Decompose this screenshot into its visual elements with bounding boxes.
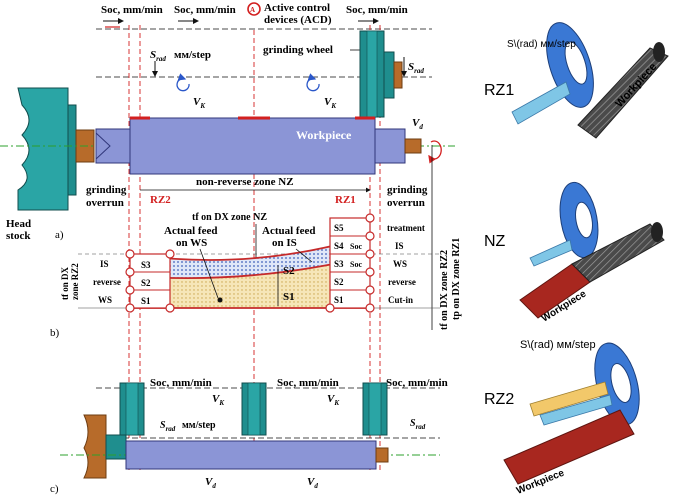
vd-label-c1: Vd [205,476,216,490]
acd-label-line1: Active control [264,2,330,14]
soc-label-mid: Soc, mm/min [174,4,236,16]
right-step-s1: S1 [334,295,344,305]
acd-label-line2: devices (ACD) [264,14,332,26]
rz1-label: RZ1 [335,194,356,206]
srad-label-right-2: S\(rad) мм/step [520,339,596,351]
head-stock-label-2: stock [6,230,31,242]
head-stock [83,414,127,479]
non-reverse-zone-label: non-reverse zone NZ [196,176,294,188]
left-step-s3: S3 [141,260,151,270]
srad-unit-label: мм/step [174,49,211,61]
grinding-wheel [359,30,403,118]
vd-label: Vd [412,117,423,131]
left-vertical-label-2: zone RZ2 [70,263,80,300]
soc-label-c3: Soc, mm/min [386,377,448,389]
right-3d-panel-nz: NZ Workpiece [484,181,665,325]
rotation-icon [428,140,442,164]
right-step-s3: S3 [334,259,344,269]
panel-b-letter: b) [50,327,60,339]
grinding-wheel-label: grinding wheel [263,44,333,56]
nz-side-label: NZ [484,233,506,250]
grinding-overrun-left-2: overrun [86,197,124,209]
s1-area-label: S1 [283,291,295,303]
grinding-overrun-right-1: grinding [387,184,428,196]
right-row-ws: WS [393,259,407,269]
actual-feed-is-line2: on IS [272,237,297,249]
vd-label-c2: Vd [307,476,318,490]
panel-a-letter: a) [55,229,64,241]
svg-text:A: A [250,6,255,14]
grinding-overrun-right-2: overrun [387,197,425,209]
panel-c: Soc, mm/min Soc, mm/min Soc, mm/min Srad… [50,377,448,495]
soc-label-left: Soc, mm/min [101,4,163,16]
s2-area-label: S2 [283,265,295,277]
right-step-s2: S2 [334,277,344,287]
grinding-overrun-left-1: grinding [86,184,127,196]
head-stock-label-1: Head [6,218,31,230]
right-step-column: S5 S4 S3 S2 S1 Soc Soc [329,217,371,309]
right-row-is: IS [395,241,404,251]
left-step-s1: S1 [141,296,151,306]
left-step-s2: S2 [141,278,151,288]
srad-label-right-1: S\(rad) мм/step [507,39,576,50]
right-vertical-label-1: tf on DX zone RZ2 [439,250,450,330]
rotation-icon [176,73,320,92]
srad-symbol-right: Srad [408,61,424,75]
rz2-label: RZ2 [150,194,171,206]
acd-icon: A [247,2,261,16]
actual-feed-is-line1: Actual feed [262,225,315,237]
panel-c-letter: c) [50,483,59,495]
vk-label-c2: VK [327,393,340,407]
srad-symbol: Srad [150,49,166,63]
left-step-column: S3 S2 S1 [129,253,171,309]
workpiece [95,116,422,175]
head-stock [17,87,95,211]
soc-label-c2: Soc, mm/min [277,377,339,389]
right-vertical-label-2: tp on DX zone RZ1 [451,238,462,320]
rz2-side-label: RZ2 [484,391,514,408]
grinding-wheel [119,382,145,436]
vk-label-1: VK [193,96,206,110]
panel-b: tf on DX zone NZ S3 S2 S1 S5 S4 [50,212,462,339]
soc-label-right: Soc, mm/min [346,4,408,16]
left-row-ws: WS [98,295,112,305]
vk-label-c1: VK [212,393,225,407]
soc-step-label: Soc [350,242,362,251]
actual-feed-ws-line2: on WS [176,237,207,249]
grinding-wheel [362,382,388,436]
left-row-is: IS [100,259,109,269]
right-3d-panel-rz1: RZ1 S\(rad) мм/step Workpiece [484,22,669,139]
panel-a: Soc, mm/min Soc, mm/min A Active control… [0,2,455,470]
vk-label-2: VK [324,96,337,110]
soc-step-label: Soc [350,260,362,269]
workpiece-label: Workpiece [296,128,352,142]
grinding-wheel [241,382,267,436]
left-row-reverse: reverse [93,277,121,287]
right-step-s5: S5 [334,223,344,233]
right-row-reverse: reverse [388,277,416,287]
tf-nz-label: tf on DX zone NZ [192,212,267,223]
rz1-side-label: RZ1 [484,82,514,99]
node-markers [125,213,375,313]
workpiece [125,440,389,470]
right-row-cut-in: Cut-in [388,295,413,305]
srad-symbol-c-right: Srad [410,418,426,431]
right-3d-panel-rz2: RZ2 S\(rad) мм/step Workpiece [484,339,640,497]
actual-feed-ws-line1: Actual feed [164,225,217,237]
soc-label-c1: Soc, mm/min [150,377,212,389]
right-row-treatment: treatment [387,223,425,233]
right-step-s4: S4 [334,241,344,251]
left-vertical-label-1: tf on DX [60,267,70,300]
srad-symbol-c: Srad [160,420,176,433]
srad-unit-c: мм/step [182,420,216,431]
